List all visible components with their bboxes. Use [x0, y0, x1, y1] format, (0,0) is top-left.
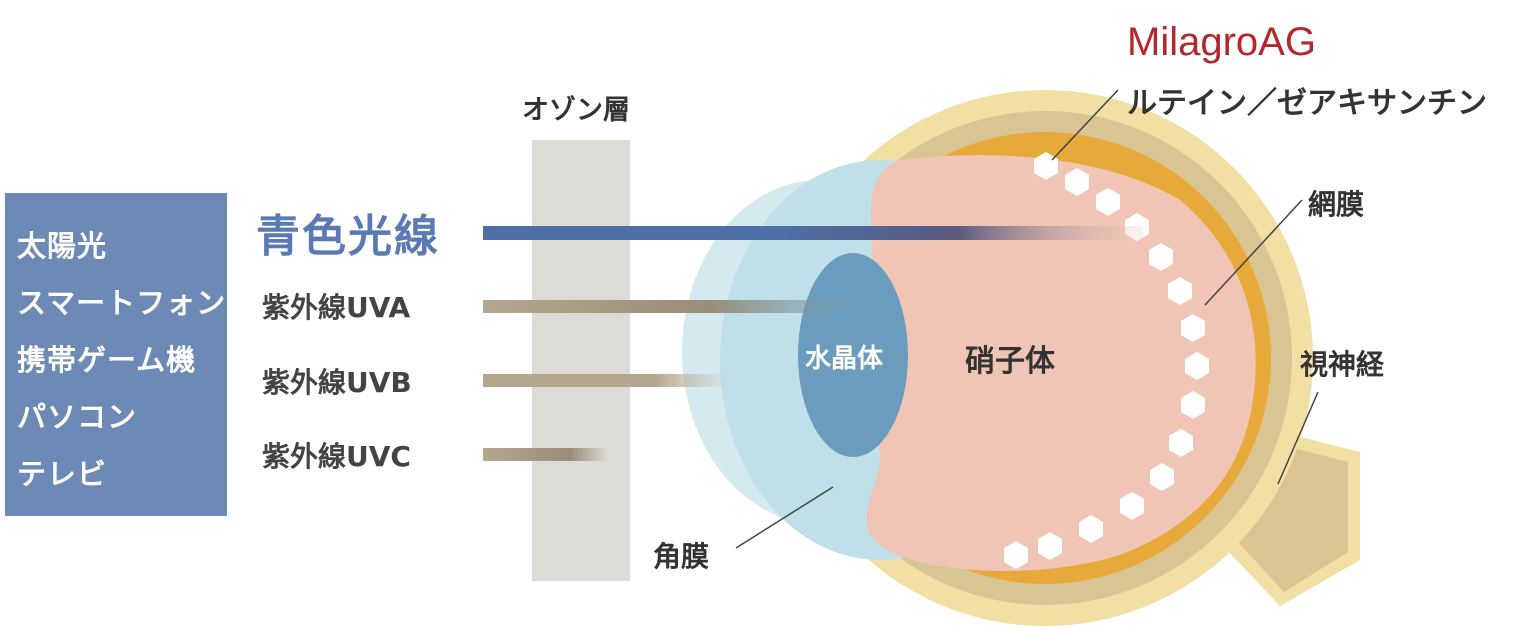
- ingredient-label: ルテイン／ゼアキサンチン: [1127, 86, 1487, 121]
- source-item-handheld-game: 携帯ゲーム機: [17, 343, 197, 377]
- cornea-label: 角膜: [653, 540, 710, 573]
- lutein-hex: [1096, 188, 1120, 216]
- ozone-layer-label: オゾン層: [522, 95, 630, 126]
- source-item-tv: テレビ: [17, 457, 108, 491]
- uva-ray: [483, 300, 863, 313]
- lutein-hex: [1065, 168, 1089, 196]
- vitreous-label: 硝子体: [965, 344, 1055, 379]
- light-source-box: 太陽光 スマートフォン 携帯ゲーム機 パソコン テレビ: [5, 193, 227, 516]
- retina-label: 網膜: [1308, 188, 1365, 221]
- uvc-ray: [483, 448, 608, 461]
- source-item-pc: パソコン: [17, 400, 138, 434]
- uvb-label: 紫外線UVB: [262, 366, 412, 399]
- ozone-layer: [532, 140, 630, 581]
- uva-label: 紫外線UVA: [262, 291, 411, 324]
- lens-label: 水晶体: [805, 344, 884, 374]
- lutein-hex: [1181, 391, 1205, 419]
- uvc-label: 紫外線UVC: [262, 440, 411, 473]
- retina-leader-line: [1204, 199, 1303, 306]
- cornea-leader-line: [735, 486, 834, 549]
- lutein-hex: [1120, 492, 1144, 520]
- optic-nerve-label: 視神経: [1300, 348, 1385, 381]
- lutein-hex: [1079, 515, 1103, 543]
- source-item-smartphone: スマートフォン: [17, 286, 227, 320]
- blue-light-label: 青色光線: [256, 211, 440, 262]
- lutein-hex: [1169, 429, 1193, 457]
- uvb-ray: [483, 374, 728, 387]
- blue-light-ray: [483, 226, 1143, 240]
- lutein-hex: [1150, 463, 1174, 491]
- source-item-sunlight: 太陽光: [17, 229, 108, 263]
- brand-name: MilagroAG: [1127, 20, 1316, 64]
- optic-nerve-leader-line: [1277, 391, 1319, 485]
- lutein-hex: [1038, 532, 1062, 560]
- ingredient-leader-line: [1051, 89, 1119, 161]
- lutein-hex: [1149, 243, 1173, 271]
- lutein-hex: [1181, 314, 1205, 342]
- lutein-hex: [1004, 541, 1028, 569]
- lutein-hex: [1168, 277, 1192, 305]
- lutein-hex: [1185, 352, 1209, 380]
